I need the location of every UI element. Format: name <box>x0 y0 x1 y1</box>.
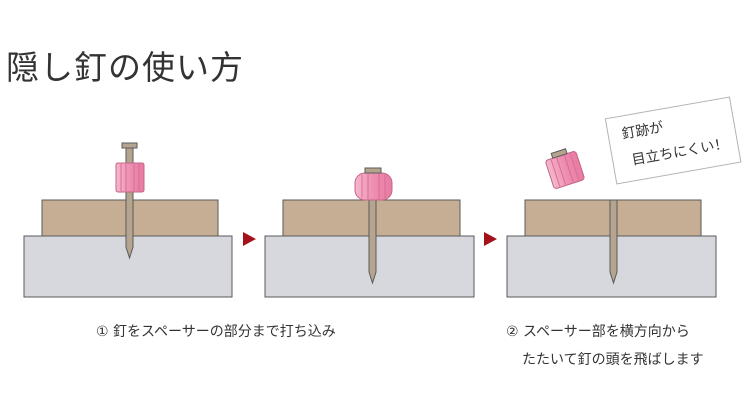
note-box <box>604 96 742 185</box>
arrow-right-icon <box>243 232 256 246</box>
step-2-panel <box>264 167 475 298</box>
arrow-right-icon <box>484 232 497 246</box>
step-2-caption-line-1: ② スペーサー部を横方向から <box>506 324 690 340</box>
flying-spacer <box>545 148 585 189</box>
hidden-nail <box>354 167 393 285</box>
hidden-nail <box>115 142 145 260</box>
note-callout <box>604 96 742 185</box>
step-2-caption-line-2: たたいて釘の頭を飛ばします <box>522 352 704 368</box>
pink-spacer <box>354 172 393 201</box>
step-1-caption: ① 釘をスペーサーの部分まで打ち込み <box>96 324 336 340</box>
page-title: 隠し釘の使い方 <box>6 48 244 87</box>
nail-shaft <box>609 199 618 285</box>
nail-shaft <box>368 195 377 285</box>
nail-head <box>364 167 382 174</box>
pink-spacer <box>115 162 145 193</box>
embedded-nail <box>609 199 618 285</box>
step-3-panel <box>506 148 717 298</box>
step-1-panel <box>23 142 233 298</box>
nail-head <box>121 142 138 149</box>
